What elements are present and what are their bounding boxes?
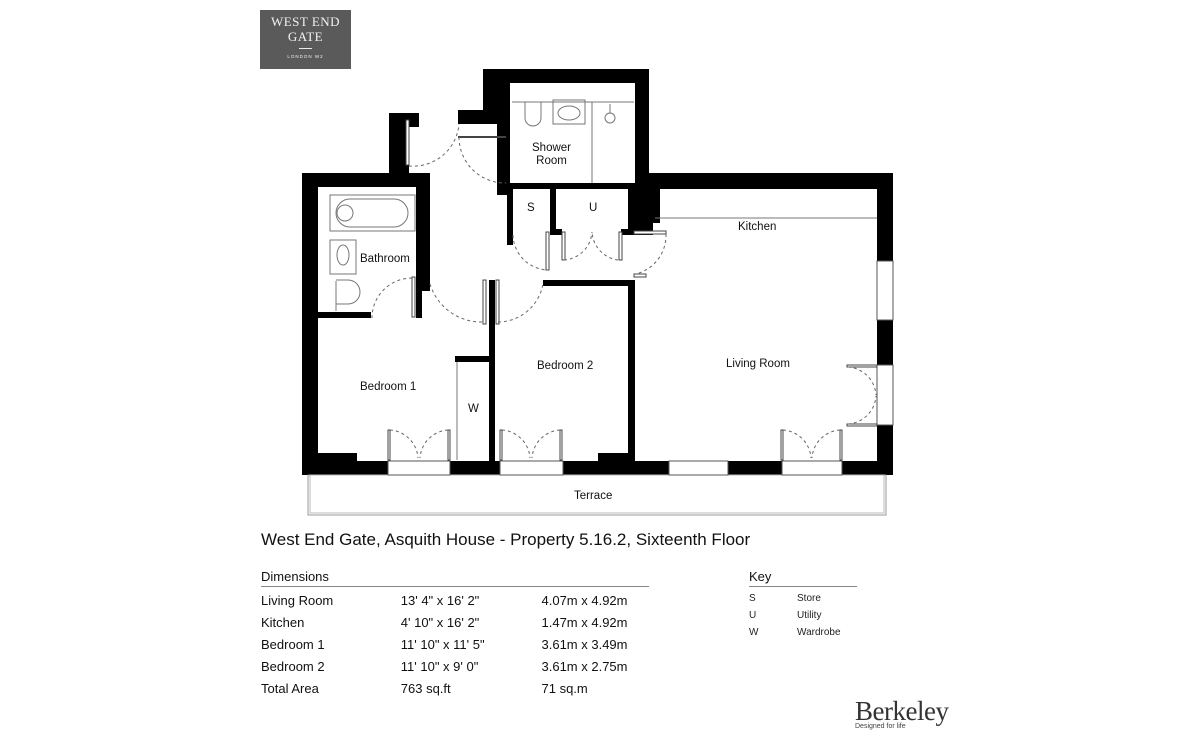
room-label-kitchen: Kitchen [738, 221, 777, 233]
logo-line-3: LONDON W2 [287, 54, 324, 59]
logo-divider [299, 48, 312, 49]
dimension-metric: 3.61m x 3.49m [541, 637, 628, 652]
room-label-store: S [527, 202, 535, 214]
dimensions-heading: Dimensions [261, 569, 649, 587]
room-label-wardrobe: W [468, 403, 479, 415]
brand-name: Berkeley [855, 696, 949, 726]
berkeley-logo: Berkeley Designed for life [855, 696, 949, 730]
west-end-gate-logo: WEST END GATE LONDON W2 [260, 10, 351, 69]
dimension-imperial: 763 sq.ft [400, 681, 451, 696]
dimension-metric: 3.61m x 2.75m [541, 659, 628, 674]
fixtures [307, 99, 894, 516]
dimensions-row: Bedroom 1 11' 10" x 11' 5" 3.61m x 3.49m [261, 634, 649, 656]
key-meaning: Store [797, 593, 821, 604]
room-label-living-room: Living Room [726, 358, 790, 370]
dimension-metric: 1.47m x 4.92m [541, 615, 628, 630]
key-item: U Utility [749, 607, 857, 624]
room-label-bathroom: Bathroom [360, 253, 410, 265]
key-item: W Wardrobe [749, 624, 857, 641]
dimension-imperial: 11' 10" x 11' 5" [400, 637, 485, 652]
key-meaning: Wardrobe [797, 627, 841, 638]
key-item: S Store [749, 590, 857, 607]
room-label-utility: U [589, 202, 598, 214]
dimension-metric: 4.07m x 4.92m [541, 593, 628, 608]
dimension-room: Living Room [261, 593, 334, 608]
key-code: U [749, 610, 757, 621]
dimension-imperial: 11' 10" x 9' 0" [400, 659, 479, 674]
room-label-bedroom-2: Bedroom 2 [537, 360, 594, 372]
key-heading: Key [749, 569, 857, 587]
logo-line-1: WEST END [270, 14, 341, 29]
dimensions-row-total: Total Area 763 sq.ft 71 sq.m [261, 678, 649, 700]
room-label-bedroom-1: Bedroom 1 [360, 381, 417, 393]
dimension-room: Kitchen [261, 615, 305, 630]
dimension-room: Total Area [261, 681, 319, 696]
dimensions-row: Living Room 13' 4" x 16' 2" 4.07m x 4.92… [261, 590, 649, 612]
key-code: S [749, 593, 756, 604]
dimensions-table: Dimensions Living Room 13' 4" x 16' 2" 4… [261, 569, 649, 700]
dimensions-row: Bedroom 2 11' 10" x 9' 0" 3.61m x 2.75m [261, 656, 649, 678]
key-meaning: Utility [797, 610, 822, 621]
dimension-metric: 71 sq.m [541, 681, 588, 696]
property-title: West End Gate, Asquith House - Property … [261, 530, 751, 549]
dimension-room: Bedroom 2 [261, 659, 325, 674]
dimension-imperial: 4' 10" x 16' 2" [400, 615, 480, 630]
door-leaves [387, 119, 878, 461]
walls [302, 69, 893, 475]
logo-line-2: GATE [287, 29, 324, 44]
dimensions-row: Kitchen 4' 10" x 16' 2" 1.47m x 4.92m [261, 612, 649, 634]
dimension-room: Bedroom 1 [261, 637, 325, 652]
room-label-terrace: Terrace [574, 490, 613, 502]
key-code: W [749, 627, 759, 638]
brand-tagline: Designed for life [855, 723, 906, 730]
door-swings [371, 123, 877, 459]
key-legend: Key S Store U Utility W Wardrobe [749, 569, 857, 641]
room-label-shower-room: Shower Room [532, 142, 571, 167]
dimension-imperial: 13' 4" x 16' 2" [400, 593, 480, 608]
floor-plan [302, 69, 894, 516]
